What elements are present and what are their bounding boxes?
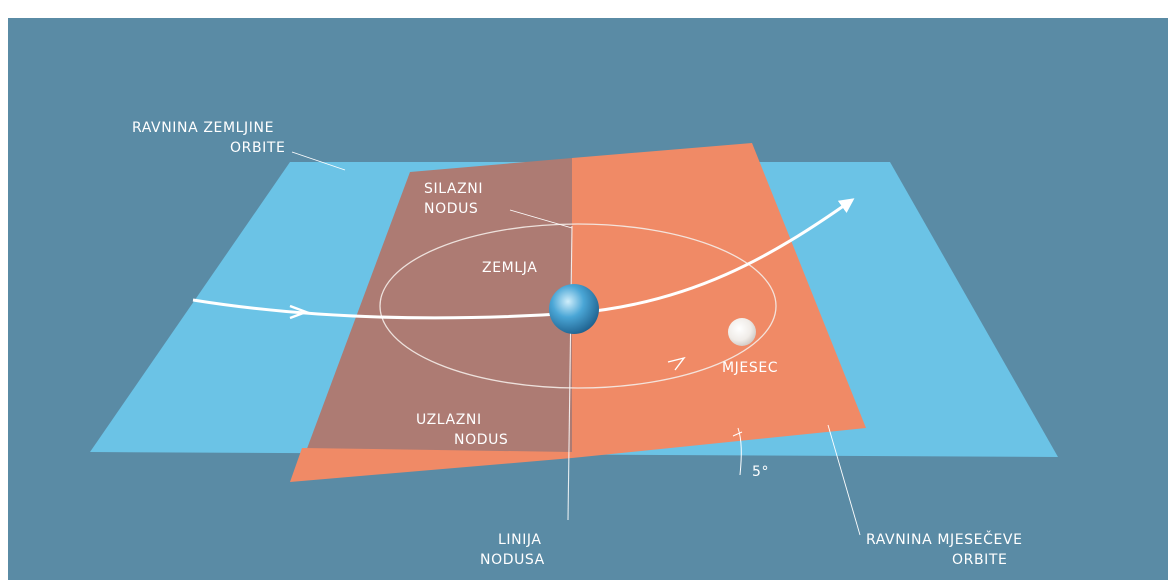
inclination-tick (732, 431, 743, 437)
label-earth: ZEMLJA (482, 260, 537, 276)
earth-globe (549, 284, 599, 334)
label-node-line-2: NODUSA (480, 552, 545, 568)
label-descending-node-2: NODUS (424, 201, 478, 217)
label-earth-orbit-plane-1: RAVNINA ZEMLJINE (132, 120, 274, 136)
orbit-direction-arrow (667, 356, 686, 371)
moon-orbit-plane-front-half (572, 143, 866, 458)
moon-orbit-plane-lower-edge (290, 448, 572, 482)
inclination-arc (737, 427, 742, 476)
label-earth-orbit-plane-2: ORBITE (230, 140, 285, 156)
label-node-line-1: LINIJA (498, 532, 542, 548)
label-moon-orbit-plane-1: RAVNINA MJESEČEVE (866, 530, 1023, 548)
label-inclination: 5° (752, 464, 769, 480)
node-line (567, 225, 573, 521)
moon-globe (728, 318, 756, 346)
label-moon-orbit-plane-2: ORBITE (952, 552, 1007, 568)
label-moon: MJESEC (722, 360, 778, 376)
label-ascending-node-2: NODUS (454, 432, 508, 448)
leader-descending-node (509, 209, 573, 229)
label-descending-node-1: SILAZNI (424, 181, 483, 197)
label-ascending-node-1: UZLAZNI (416, 412, 482, 428)
leader-earth-plane (291, 151, 346, 171)
moon-orbit-plane-back-half (302, 158, 572, 462)
moon-orbit-ellipse (379, 223, 777, 389)
earth-path-midarrow (289, 304, 310, 320)
leader-moon-plane (827, 424, 861, 536)
